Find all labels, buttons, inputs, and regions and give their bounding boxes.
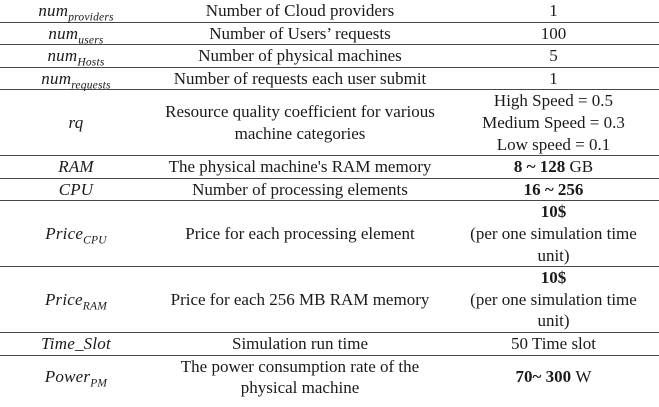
- parameter-cell: numrequests: [0, 67, 152, 92]
- description-line: The power consumption rate of the: [180, 356, 420, 376]
- value-cell: 16 ~ 256: [448, 178, 659, 201]
- value-line: unit): [537, 245, 570, 265]
- description-cell: Resource quality coefficient for various…: [152, 90, 448, 156]
- parameter-subscript: requests: [71, 79, 111, 92]
- value-line: 70~ 300 W: [515, 367, 592, 387]
- table-row: PriceRAM Price for each 256 MB RAM memory…: [0, 267, 659, 333]
- description-cell: Number of Cloud providers: [152, 0, 448, 22]
- description-cell: Number of requests each user submit: [152, 67, 448, 90]
- value-line: 50 Time slot: [510, 333, 597, 353]
- table-row: RAM The physical machine's RAM memory 8 ~ …: [0, 156, 659, 179]
- value-line: 16 ~ 256: [523, 179, 584, 199]
- value-line: 8 ~ 128 GB: [513, 157, 594, 177]
- value-line: Medium Speed = 0.3: [482, 112, 625, 132]
- table-row: numusers Number of Users’ requests 100: [0, 22, 659, 46]
- parameter-cell: numHosts: [0, 45, 152, 68]
- description-cell: Number of Users’ requests: [152, 22, 448, 45]
- value-cell: 1: [448, 0, 659, 22]
- parameter-name: PowerPM: [44, 367, 108, 390]
- table-row: rq Resource quality coefficient for vario…: [0, 90, 659, 156]
- parameter-name: numrequests: [41, 68, 111, 92]
- value-cell: 1: [448, 67, 659, 90]
- description-line: Number of Cloud providers: [205, 1, 395, 20]
- parameter-name: numHosts: [47, 46, 105, 69]
- parameter-cell: numusers: [0, 22, 152, 46]
- parameter-cell: PowerPM: [0, 355, 152, 399]
- description-line: Resource quality coefficient for various: [165, 102, 435, 122]
- table-row: CPU Number of processing elements 16 ~ 256: [0, 178, 659, 201]
- description-cell: Number of physical machines: [152, 45, 448, 68]
- description-cell: Number of processing elements: [152, 178, 448, 201]
- parameter-name: rq: [68, 112, 84, 132]
- parameter-cell: PriceRAM: [0, 267, 152, 333]
- parameter-name: Time_Slot: [41, 333, 111, 353]
- description-line: Price for each 256 MB RAM memory: [170, 289, 430, 309]
- description-line: Number of physical machines: [198, 46, 402, 66]
- value-line: (per one simulation time: [470, 289, 637, 309]
- parameter-subscript: CPU: [83, 234, 107, 247]
- parameter-name: PriceCPU: [45, 223, 107, 247]
- parameter-subscript: Hosts: [77, 56, 105, 69]
- parameter-cell: CPU: [0, 178, 152, 201]
- parameter-name: numusers: [48, 23, 104, 46]
- parameter-name: numproviders: [38, 1, 114, 24]
- parameter-cell: rq: [0, 90, 152, 156]
- value-line: unit): [537, 311, 570, 331]
- description-line: machine categories: [234, 123, 366, 143]
- value-line: 10$: [540, 202, 567, 222]
- value-cell: 5: [448, 45, 659, 68]
- table-row: PowerPM The power consumption rate of the…: [0, 355, 659, 399]
- value-line: 1: [549, 68, 558, 88]
- parameter-cell: RAM: [0, 156, 152, 179]
- value-cell: 70~ 300 W: [448, 355, 659, 399]
- value-cell: 8 ~ 128 GB: [448, 156, 659, 179]
- description-line: Number of requests each user submit: [173, 68, 427, 88]
- value-line: 1: [549, 1, 558, 20]
- description-cell: Simulation run time: [152, 332, 448, 355]
- table-row: numproviders Number of Cloud providers 1: [0, 0, 659, 24]
- table-row: PriceCPU Price for each processing elemen…: [0, 201, 659, 267]
- parameter-name: RAM: [58, 157, 94, 177]
- parameter-name: PriceRAM: [44, 289, 108, 313]
- table-row: Time_Slot Simulation run time 50 Time slot: [0, 332, 659, 355]
- description-cell: Price for each processing element: [152, 201, 448, 267]
- parameter-name: CPU: [58, 179, 94, 199]
- parameter-cell: Time_Slot: [0, 332, 152, 355]
- value-line: High Speed = 0.5: [493, 91, 614, 111]
- table-row: numHosts Number of physical machines 5: [0, 45, 659, 68]
- value-line: 100: [540, 23, 567, 43]
- description-line: The physical machine's RAM memory: [168, 157, 432, 177]
- description-line: Number of Users’ requests: [209, 23, 391, 43]
- parameter-cell: numproviders: [0, 0, 152, 24]
- description-cell: Price for each 256 MB RAM memory: [152, 267, 448, 333]
- description-line: Number of processing elements: [192, 179, 408, 199]
- description-line: Price for each processing element: [185, 223, 415, 243]
- description-cell: The physical machine's RAM memory: [152, 156, 448, 179]
- value-line: 10$: [540, 268, 567, 288]
- parameter-cell: PriceCPU: [0, 201, 152, 267]
- table-row: numrequests Number of requests each user …: [0, 67, 659, 92]
- value-line: (per one simulation time: [470, 223, 637, 243]
- value-line: 5: [549, 46, 558, 66]
- parameter-subscript: PM: [90, 377, 108, 390]
- description-line: Simulation run time: [232, 333, 368, 353]
- parameter-subscript: providers: [68, 11, 114, 24]
- value-line: Low speed = 0.1: [496, 134, 611, 154]
- parameter-subscript: RAM: [82, 300, 108, 313]
- parameter-subscript: users: [78, 33, 104, 46]
- value-cell: 50 Time slot: [448, 332, 659, 355]
- description-line: physical machine: [240, 378, 360, 398]
- value-cell: 100: [448, 22, 659, 45]
